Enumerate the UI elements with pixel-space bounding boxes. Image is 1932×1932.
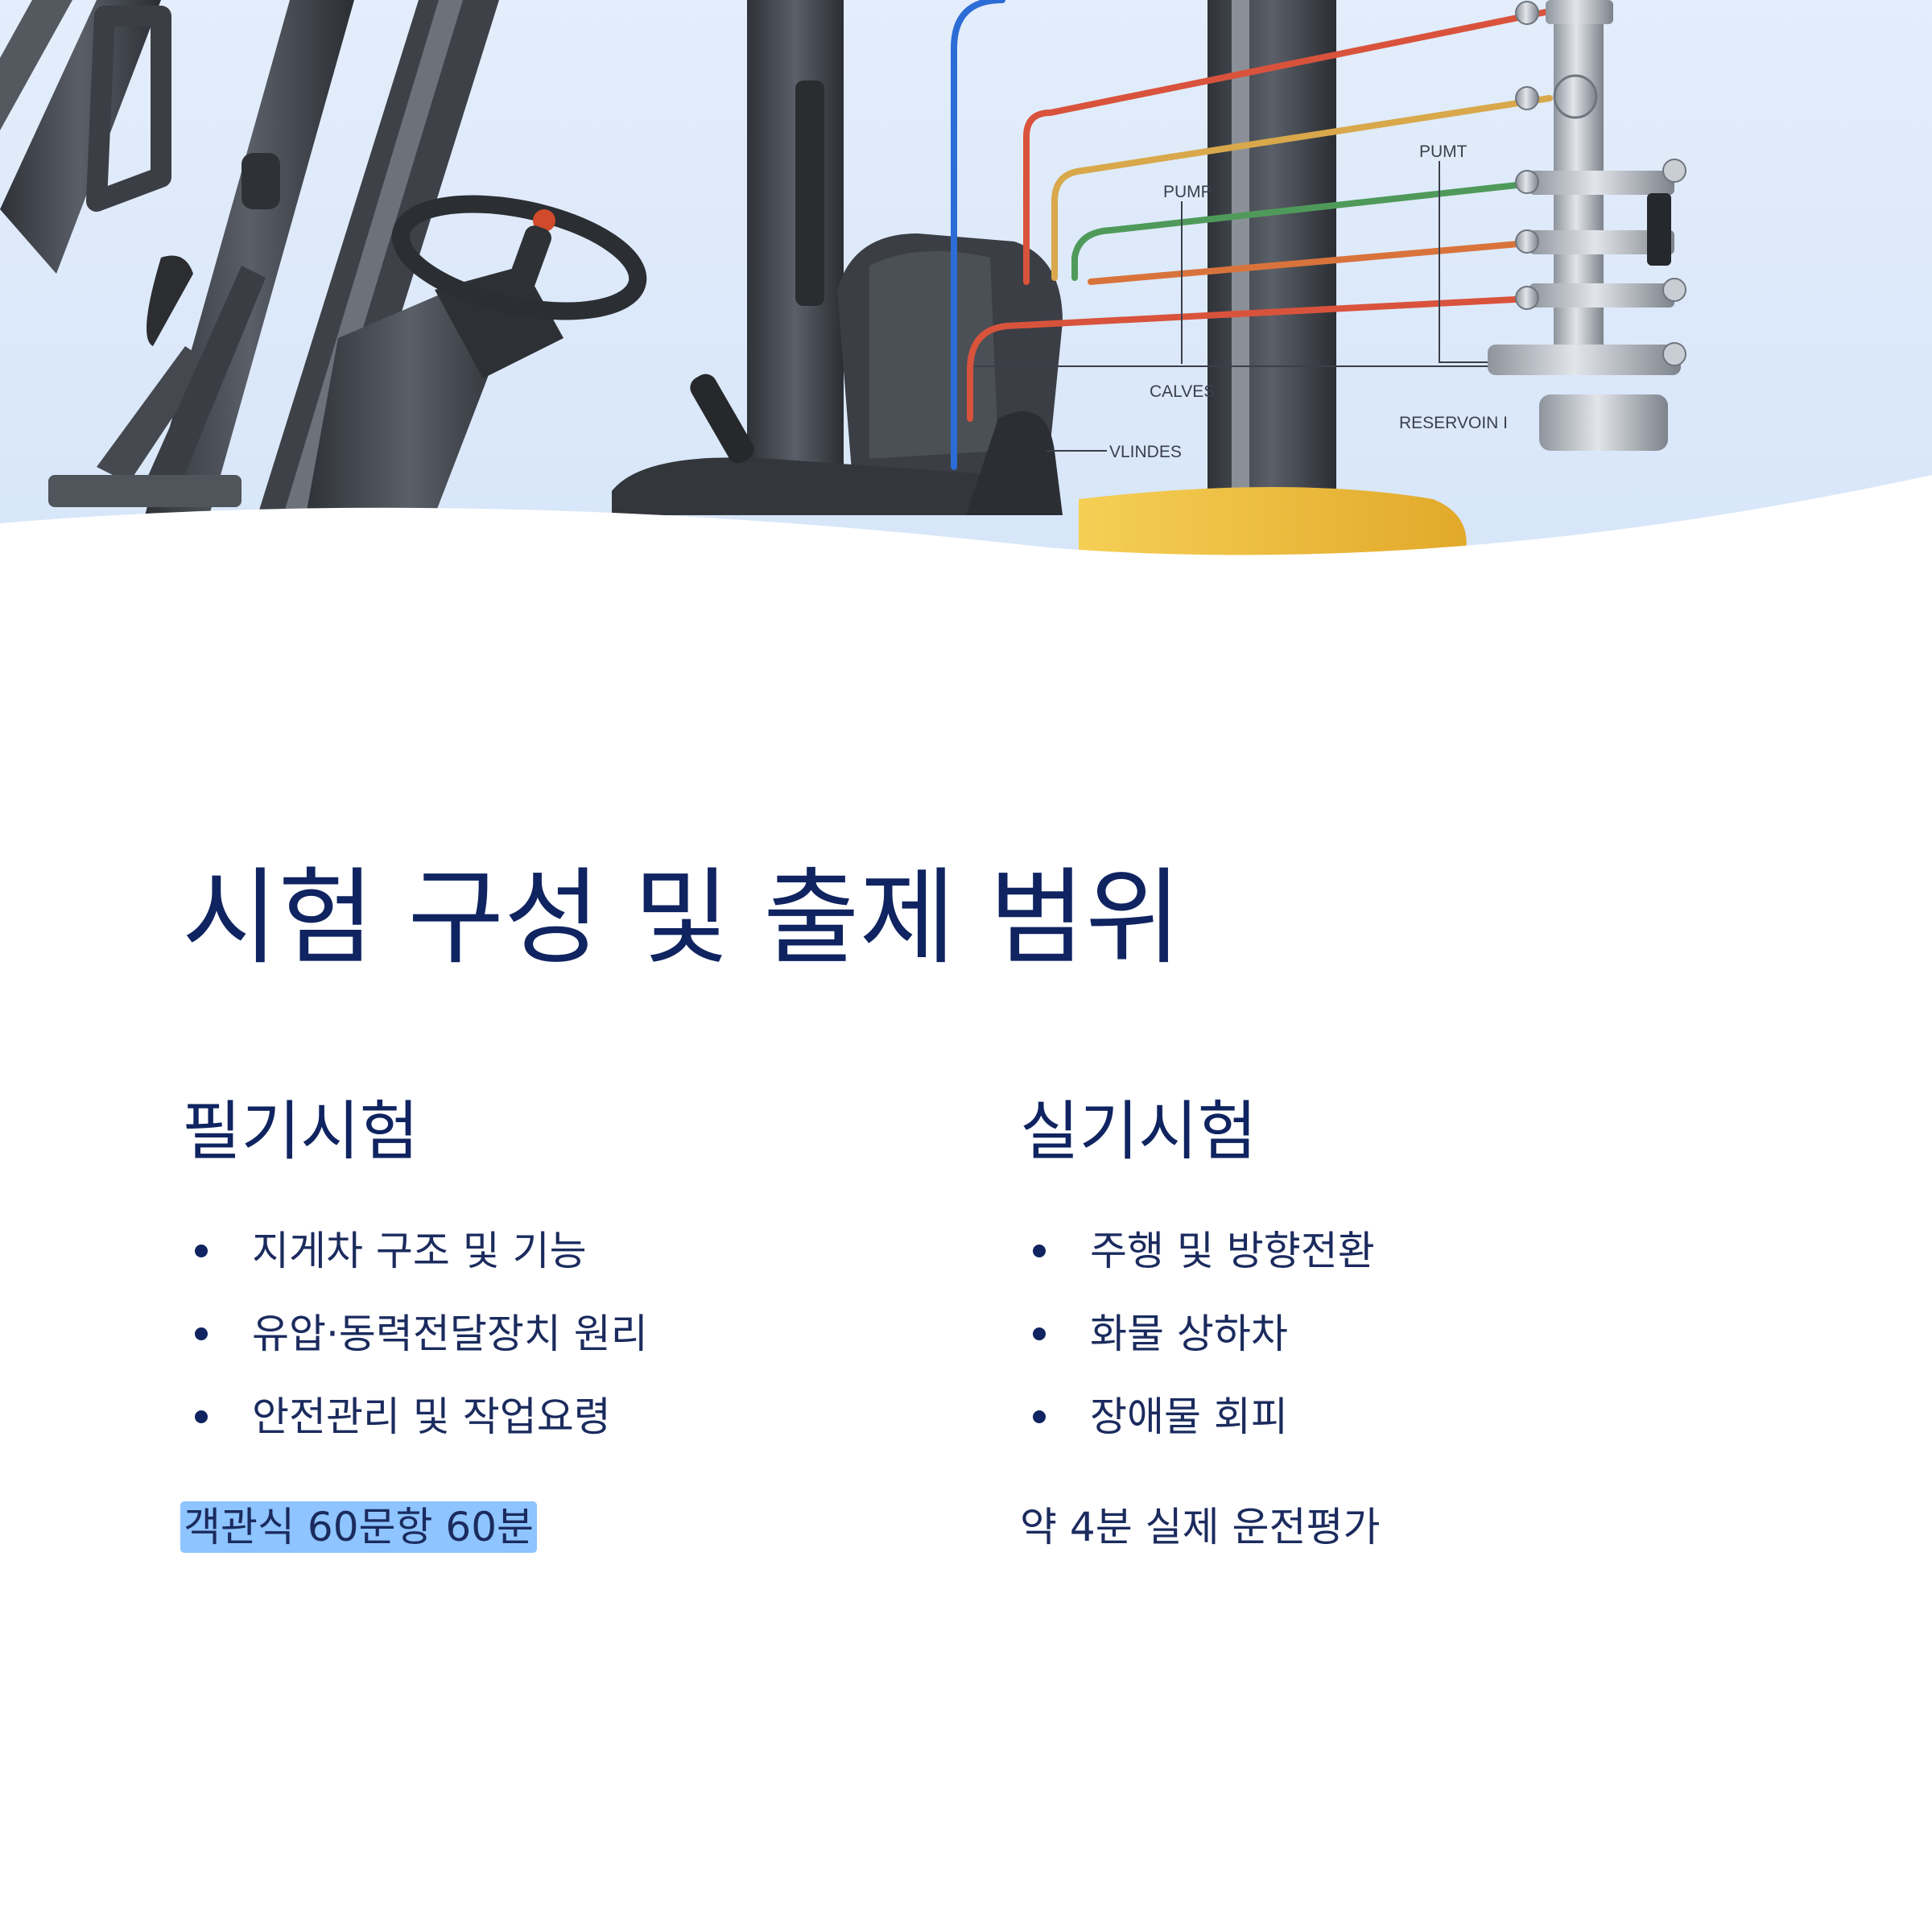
hero-wave-divider	[0, 475, 1932, 564]
bullet-icon	[195, 1410, 208, 1423]
bullet-icon	[1033, 1245, 1046, 1257]
label-cylinders: VLINDES	[1109, 443, 1182, 461]
list-item-text: 화물 상하차	[1090, 1311, 1288, 1357]
operator-seat	[612, 233, 1063, 515]
bullet-icon	[1033, 1410, 1046, 1423]
list-item: 유압·동력전달장치 원리	[182, 1308, 648, 1391]
list-item-text: 지게차 구조 및 기능	[252, 1228, 587, 1274]
steering-assembly	[48, 195, 647, 515]
forklift-mast	[0, 0, 499, 515]
list-item: 안전관리 및 작업요령	[182, 1391, 648, 1474]
written-exam-list: 지게차 구조 및 기능 유압·동력전달장치 원리 안전관리 및 작업요령	[182, 1225, 648, 1474]
page-title: 시험 구성 및 출제 범위	[182, 857, 1182, 979]
forklift-rails	[747, 0, 1336, 564]
bullet-icon	[195, 1245, 208, 1257]
list-item-text: 주행 및 방향전환	[1090, 1228, 1375, 1274]
list-item-text: 장애물 회피	[1090, 1393, 1288, 1440]
written-exam-heading: 필기시험	[182, 1094, 419, 1169]
label-valves: CALVES	[1150, 382, 1215, 401]
bullet-icon	[1033, 1327, 1046, 1340]
forklift-body	[1079, 487, 1467, 564]
practical-exam-heading: 실기시험	[1020, 1094, 1257, 1169]
hydraulic-manifold	[1488, 0, 1686, 451]
label-pump-small: PUMP	[1163, 183, 1212, 201]
hydraulic-hoses	[951, 0, 1553, 470]
practical-exam-list: 주행 및 방향전환 화물 상하차 장애물 회피	[1020, 1225, 1375, 1474]
bullet-icon	[195, 1327, 208, 1340]
label-reservoir: RESERVOIN I	[1399, 414, 1508, 432]
list-item: 주행 및 방향전환	[1020, 1225, 1375, 1308]
forklift-hydraulic-diagram: PUMP PUMT CALVES VLINDES RESERVOIN I	[0, 0, 1932, 564]
diagram-leader-lines	[974, 161, 1570, 452]
practical-exam-note: 약 4분 실제 운전평가	[1020, 1504, 1381, 1550]
written-exam-section: 필기시험 지게차 구조 및 기능 유압·동력전달장치 원리 안전관리 및 작업요…	[180, 1093, 906, 1553]
list-item-text: 유압·동력전달장치 원리	[252, 1311, 648, 1357]
hero-illustration: PUMP PUMT CALVES VLINDES RESERVOIN I	[0, 0, 1932, 564]
list-item: 지게차 구조 및 기능	[182, 1225, 648, 1308]
list-item: 화물 상하차	[1020, 1308, 1375, 1391]
practical-exam-section: 실기시험 주행 및 방향전환 화물 상하차 장애물 회피 약 4분 실제 운전평…	[1020, 1093, 1744, 1550]
written-exam-note-highlighted: 객관식 60문항 60분	[180, 1501, 538, 1553]
list-item-text: 안전관리 및 작업요령	[252, 1393, 611, 1440]
label-pump-large: PUMT	[1419, 142, 1468, 161]
list-item: 장애물 회피	[1020, 1391, 1375, 1474]
